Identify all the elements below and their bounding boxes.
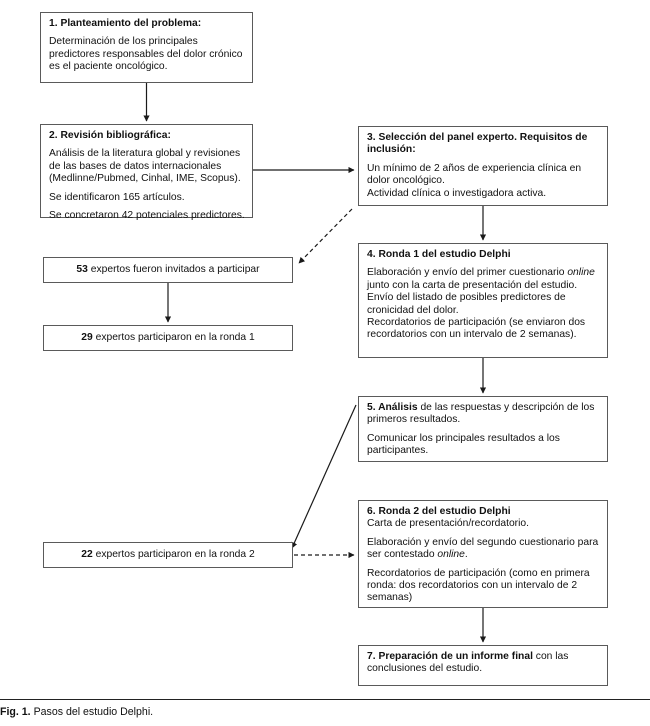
step-5-line-2: Comunicar los principales resultados a l… <box>367 432 560 457</box>
step-box-6: 6. Ronda 2 del estudio Delphi Carta de p… <box>358 500 608 608</box>
figure-caption-text: Pasos del estudio Delphi. <box>33 706 154 718</box>
step-7-title-rest: con las conclusiones del estudio. <box>367 651 569 675</box>
tally-22-count: 22 <box>81 548 93 560</box>
step-6-line-1: Carta de presentación/recordatorio. <box>367 518 529 530</box>
step-7-title: 7. Preparación de un informe final con l… <box>367 651 600 676</box>
step-4-line-2: Envío del listado de posibles predictore… <box>367 292 566 316</box>
step-box-3: 3. Selección del panel experto. Requisit… <box>358 126 608 206</box>
step-3-line-1: Un mínimo de 2 años de experiencia clíni… <box>367 162 582 187</box>
figure-caption-label: Fig. 1. <box>0 706 31 718</box>
step-3-title: 3. Selección del panel experto. Requisit… <box>367 132 588 156</box>
step-4-line-3: Recordatorios de participación (se envia… <box>367 317 586 341</box>
step-4-line-1: Elaboración y envío del primer cuestiona… <box>367 267 600 292</box>
step-1-body: Determinación de los principales predict… <box>49 36 243 73</box>
step-6-line-2-part-a: Elaboración y envío del segundo cuestion… <box>367 536 599 561</box>
step-4-line-1-part-b: junto con la carta de presentación del e… <box>367 279 578 291</box>
step-5-title: 5. Análisis de las respuestas y descripc… <box>367 402 600 427</box>
step-box-1: 1. Planteamiento del problema: Determina… <box>40 12 253 83</box>
connector-box3-to-tally53 <box>298 208 353 264</box>
connector-box5-to-tally22 <box>291 404 357 549</box>
step-5-title-rest: de las respuestas y descripción de los p… <box>367 402 595 426</box>
step-4-title: 4. Ronda 1 del estudio Delphi <box>367 249 511 260</box>
tally-box-round-2: 22 expertos participaron en la ronda 2 <box>43 542 293 568</box>
step-1-title: 1. Planteamiento del problema: <box>49 18 202 29</box>
step-6-title: 6. Ronda 2 del estudio Delphi <box>367 506 511 517</box>
step-4-line-1-part-a: Elaboración y envío del primer cuestiona… <box>367 267 568 279</box>
tally-29-count: 29 <box>81 331 93 343</box>
step-box-5: 5. Análisis de las respuestas y descripc… <box>358 396 608 462</box>
step-box-2: 2. Revisión bibliográfica: Análisis de l… <box>40 124 253 221</box>
tally-box-round-1: 29 expertos participaron en la ronda 1 <box>43 325 293 351</box>
step-2-line-2: Se identificaron 165 artículos. <box>49 191 185 203</box>
step-2-line-1: Análisis de la literatura global y revis… <box>49 148 241 185</box>
step-7-keyword: Preparación de un informe final <box>378 651 533 662</box>
tally-53-count: 53 <box>76 263 88 275</box>
step-6-line-3: Recordatorios de participación (como en … <box>367 567 590 604</box>
tally-29-label: expertos participaron en la ronda 1 <box>92 331 255 343</box>
step-6-line-2-part-b: . <box>464 549 468 561</box>
delphi-flowchart: 1. Planteamiento del problema: Determina… <box>40 12 608 686</box>
tally-box-invited: 53 expertos fueron invitados a participa… <box>43 257 293 283</box>
step-3-line-2: Actividad clínica o investigadora activa… <box>367 187 547 199</box>
step-2-title: 2. Revisión bibliográfica: <box>49 130 171 141</box>
step-box-7: 7. Preparación de un informe final con l… <box>358 645 608 686</box>
step-2-line-3: Se concretaron 42 potenciales predictore… <box>49 210 245 222</box>
step-box-4: 4. Ronda 1 del estudio Delphi Elaboració… <box>358 243 608 358</box>
step-6-line-2: Elaboración y envío del segundo cuestion… <box>367 537 600 562</box>
step-5-number: 5. <box>367 402 379 413</box>
tally-22-label: expertos participaron en la ronda 2 <box>92 548 255 560</box>
figure-caption: Fig. 1. Pasos del estudio Delphi. <box>0 706 640 719</box>
caption-divider <box>0 699 650 700</box>
step-7-number: 7. <box>367 651 379 662</box>
step-6-online-emphasis: online <box>437 549 465 561</box>
step-4-online-emphasis: online <box>567 267 595 279</box>
step-5-keyword: Análisis <box>378 402 418 413</box>
tally-53-label: expertos fueron invitados a participar <box>87 263 260 275</box>
